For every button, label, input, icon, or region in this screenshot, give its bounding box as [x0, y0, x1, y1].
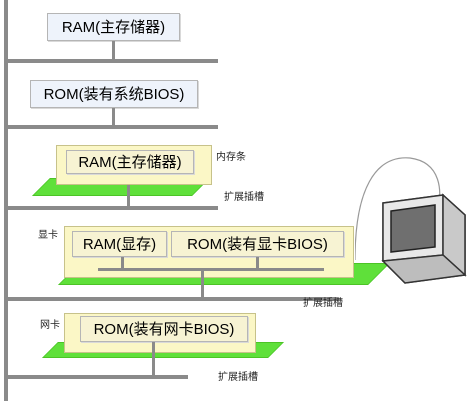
- rom-system-bios-connector: [112, 108, 115, 126]
- rom-network-bios-box: ROM(装有网卡BIOS): [80, 316, 248, 342]
- memory-stick-label: 内存条: [216, 152, 246, 163]
- bus-branch-3: [8, 206, 218, 210]
- expansion-slot-label-3: 扩展插槽: [218, 372, 258, 383]
- ram-main-top-box: RAM(主存储器): [47, 13, 180, 41]
- rom-system-bios-box: ROM(装有系统BIOS): [30, 80, 198, 108]
- video-card-label: 显卡: [38, 230, 58, 241]
- memory-slot-connector: [127, 185, 130, 207]
- ram-video-box: RAM(显存): [72, 231, 167, 257]
- bus-branch-4: [8, 297, 338, 301]
- ram-main-top-connector: [112, 41, 115, 60]
- rom-video-bios-box: ROM(装有显卡BIOS): [171, 231, 344, 257]
- monitor-icon: [355, 157, 467, 284]
- rom-video-connector: [256, 257, 259, 269]
- network-slot-connector: [152, 342, 155, 377]
- bus-branch-2: [8, 125, 218, 129]
- video-slot-connector: [201, 270, 204, 299]
- ram-main-slot-box: RAM(主存储器): [66, 150, 194, 174]
- ram-video-connector: [121, 257, 124, 269]
- network-card-label: 网卡: [40, 320, 60, 331]
- expansion-slot-label-2: 扩展插槽: [303, 298, 343, 309]
- bus-branch-1: [8, 59, 218, 63]
- bus-branch-5: [8, 375, 188, 379]
- expansion-slot-label-1: 扩展插槽: [224, 192, 264, 203]
- video-internal-bus: [98, 268, 324, 271]
- system-bus-vertical: [4, 0, 8, 401]
